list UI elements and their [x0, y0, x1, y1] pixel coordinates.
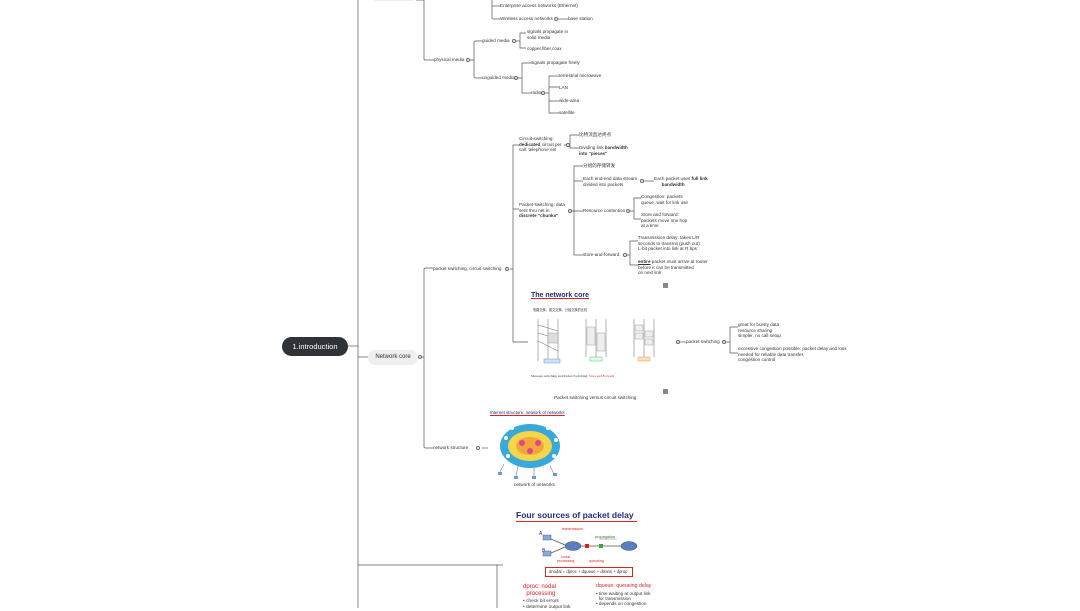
guided-types-node[interactable]: copper,fiber,coax [527, 46, 562, 51]
radio-item[interactable]: LAN [559, 85, 568, 90]
collapse-toggle-icon[interactable] [676, 340, 680, 344]
radio-item[interactable]: wide-area [559, 98, 580, 103]
packet-delay-image[interactable]: Four sources of packet delay transmissio… [505, 505, 670, 610]
structure-image-title: Internet structure: network of networks [490, 410, 565, 415]
radio-item[interactable]: terrestrial microwave [559, 73, 602, 78]
collapse-toggle-icon[interactable] [541, 91, 545, 95]
base-station-node[interactable]: base station [568, 16, 593, 21]
packet-switching-label-node[interactable]: packet switching [686, 339, 720, 344]
packet-delay-diagram [542, 534, 638, 557]
unguided-media-node[interactable]: unguided media [482, 75, 515, 80]
physical-media-node[interactable]: physical media [434, 57, 465, 62]
collapse-toggle-icon[interactable] [514, 76, 518, 80]
delay-image-title: Four sources of packet delay [516, 510, 634, 520]
enterprise-access-node[interactable]: Enterprise access networks (Ethernet) [500, 3, 578, 8]
core-image-caption: Packet switching versus circuit switchin… [554, 395, 637, 400]
store-and-forward-node[interactable]: store-and-forward [583, 252, 620, 257]
delay-formula: dnodal = dproc + dqueue + dtrans + dprop [549, 569, 628, 574]
note-icon[interactable] [663, 389, 668, 394]
ps-disadvantages-node[interactable]: excessive congestion possible: packet de… [738, 346, 847, 363]
network-core-image[interactable]: The network core 电路交换、报文交换、分组交换的比较 Messa… [528, 290, 672, 382]
packet-child-node[interactable]: 分组的存储转发 [583, 163, 616, 168]
root-node[interactable]: 1.introduction [282, 337, 348, 356]
switching-node[interactable]: packet switching, circuit switching [433, 266, 502, 271]
radio-node[interactable]: radio [531, 90, 542, 95]
access-networks-node[interactable] [372, 0, 416, 1]
wireless-access-node[interactable]: Wireless access networks [500, 16, 553, 21]
proc-title: dproc: nodal processing [523, 584, 557, 597]
collapse-toggle-icon[interactable] [568, 209, 572, 213]
network-core-node[interactable]: Network core [368, 350, 418, 365]
transmission-label: transmission [562, 527, 584, 531]
collapse-toggle-icon[interactable] [418, 355, 422, 359]
collapse-toggle-icon[interactable] [476, 446, 480, 450]
collapse-toggle-icon[interactable] [722, 340, 726, 344]
radio-item[interactable]: satellite [559, 110, 575, 115]
structure-image-caption: network of networks [514, 482, 555, 487]
host-a-label: A [539, 531, 543, 537]
title-underline [516, 521, 637, 522]
circuit-child-node[interactable]: 比特流直达终点 [579, 132, 612, 137]
image-caption: Message switching and Packet Switching: … [531, 374, 615, 378]
queue-bullets: • time waiting at output link for transm… [596, 591, 651, 607]
collapse-toggle-icon[interactable] [640, 179, 644, 183]
switching-comparison-diagram [537, 319, 655, 364]
collapse-toggle-icon[interactable] [566, 143, 570, 147]
collapse-toggle-icon[interactable] [505, 267, 509, 271]
network-structure-node[interactable]: network structure [433, 445, 469, 450]
guided-media-node[interactable]: guided media [482, 38, 510, 43]
resource-contention-node[interactable]: Resource contention [583, 208, 626, 213]
proc-bullets: • check bit errors• determine output lin… [523, 599, 571, 610]
propagation-label: propagation [595, 535, 616, 539]
full-bandwidth-node[interactable]: Each packet uses full link bandwidth [654, 176, 708, 187]
unguided-desc-node[interactable]: signals propagate freely [531, 60, 580, 65]
queueing-label: queueing [589, 559, 604, 563]
network-of-networks-diagram [498, 424, 560, 479]
image-subtitle: 电路交换、报文交换、分组交换的比较 [533, 308, 588, 312]
note-icon[interactable] [663, 283, 668, 288]
collapse-toggle-icon[interactable] [626, 209, 630, 213]
delay-formula-box [545, 567, 633, 577]
queue-title: dqueue: queueing delay [596, 583, 652, 589]
image-title: The network core [531, 292, 589, 299]
network-structure-image[interactable]: Internet structure: network of networks [488, 408, 580, 482]
collapse-toggle-icon[interactable] [623, 253, 627, 257]
collapse-toggle-icon[interactable] [554, 17, 558, 21]
collapse-toggle-icon[interactable] [512, 39, 516, 43]
collapse-toggle-icon[interactable] [466, 58, 470, 62]
